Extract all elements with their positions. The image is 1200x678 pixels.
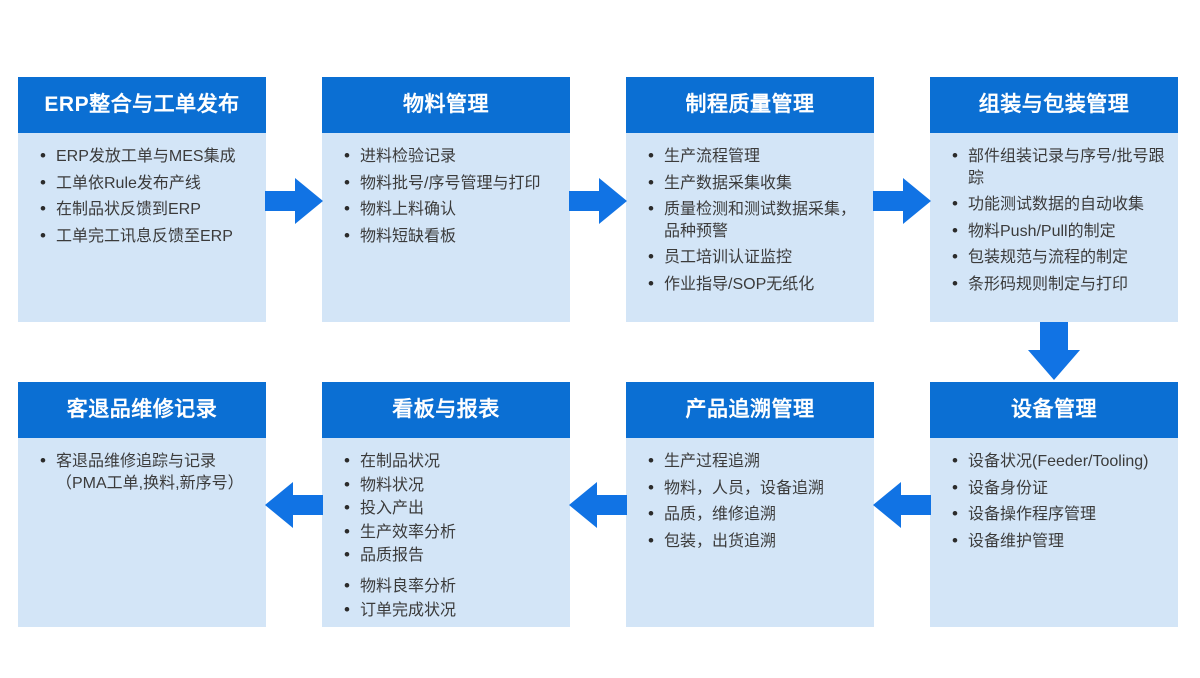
card-customer-return-repair-records: 客退品维修记录 客退品维修追踪与记录（PMA工单,换料,新序号） — [18, 382, 266, 627]
card-bullet-list: ERP发放工单与MES集成 工单依Rule发布产线 在制品状反馈到ERP 工单完… — [18, 133, 266, 247]
bullet-item: 进料检验记录 — [342, 145, 560, 168]
card-bullet-list: 在制品状况 物料状况 投入产出 生产效率分析 品质报告 物料良率分析 订单完成状… — [322, 438, 570, 621]
block-arrow-right-icon — [569, 178, 627, 224]
bullet-item: 条形码规则制定与打印 — [950, 273, 1168, 296]
bullet-item: 部件组装记录与序号/批号跟踪 — [950, 145, 1168, 189]
bullet-item: 工单依Rule发布产线 — [38, 172, 256, 195]
bullet-item: 工单完工讯息反馈至ERP — [38, 225, 256, 248]
bullet-item: 设备操作程序管理 — [950, 503, 1168, 526]
card-assembly-packaging-management: 组装与包装管理 部件组装记录与序号/批号跟踪 功能测试数据的自动收集 物料Pus… — [930, 77, 1178, 322]
card-title: 产品追溯管理 — [626, 382, 874, 438]
bullet-item: 生产效率分析 — [342, 521, 560, 544]
card-bullet-list: 设备状况(Feeder/Tooling) 设备身份证 设备操作程序管理 设备维护… — [930, 438, 1178, 552]
card-title: 看板与报表 — [322, 382, 570, 438]
block-arrow-left-icon — [265, 482, 323, 528]
card-bullet-list: 部件组装记录与序号/批号跟踪 功能测试数据的自动收集 物料Push/Pull的制… — [930, 133, 1178, 296]
card-bullet-list: 客退品维修追踪与记录（PMA工单,换料,新序号） — [18, 438, 266, 494]
card-process-quality-management: 制程质量管理 生产流程管理 生产数据采集收集 质量检测和测试数据采集，品种预警 … — [626, 77, 874, 322]
card-material-management: 物料管理 进料检验记录 物料批号/序号管理与打印 物料上料确认 物料短缺看板 — [322, 77, 570, 322]
card-title: 制程质量管理 — [626, 77, 874, 133]
bullet-item: 质量检测和测试数据采集，品种预警 — [646, 198, 864, 242]
card-product-traceability-management: 产品追溯管理 生产过程追溯 物料，人员，设备追溯 品质，维修追溯 包装，出货追溯 — [626, 382, 874, 627]
card-title: 设备管理 — [930, 382, 1178, 438]
card-dashboard-and-reports: 看板与报表 在制品状况 物料状况 投入产出 生产效率分析 品质报告 物料良率分析… — [322, 382, 570, 627]
card-bullet-list: 生产过程追溯 物料，人员，设备追溯 品质，维修追溯 包装，出货追溯 — [626, 438, 874, 552]
bullet-item: 物料Push/Pull的制定 — [950, 220, 1168, 243]
bullet-item: 生产数据采集收集 — [646, 172, 864, 195]
bullet-item: 物料良率分析 — [342, 575, 560, 598]
bullet-item: 生产过程追溯 — [646, 450, 864, 473]
card-title: 组装与包装管理 — [930, 77, 1178, 133]
bullet-item: 订单完成状况 — [342, 599, 560, 622]
card-bullet-list: 进料检验记录 物料批号/序号管理与打印 物料上料确认 物料短缺看板 — [322, 133, 570, 247]
bullet-item: 物料批号/序号管理与打印 — [342, 172, 560, 195]
bullet-item: 在制品状反馈到ERP — [38, 198, 256, 221]
bullet-item: 物料，人员，设备追溯 — [646, 477, 864, 500]
card-title: 物料管理 — [322, 77, 570, 133]
bullet-item: 生产流程管理 — [646, 145, 864, 168]
bullet-item: 功能测试数据的自动收集 — [950, 193, 1168, 216]
card-equipment-management: 设备管理 设备状况(Feeder/Tooling) 设备身份证 设备操作程序管理… — [930, 382, 1178, 627]
bullet-item: 客退品维修追踪与记录（PMA工单,换料,新序号） — [38, 450, 256, 494]
block-arrow-right-icon — [873, 178, 931, 224]
bullet-item: 设备维护管理 — [950, 530, 1168, 553]
bullet-item: 包装，出货追溯 — [646, 530, 864, 553]
block-arrow-left-icon — [873, 482, 931, 528]
card-bullet-list: 生产流程管理 生产数据采集收集 质量检测和测试数据采集，品种预警 员工培训认证监… — [626, 133, 874, 296]
block-arrow-down-icon — [1028, 322, 1080, 380]
bullet-item: 物料上料确认 — [342, 198, 560, 221]
block-arrow-left-icon — [569, 482, 627, 528]
bullet-item: 物料短缺看板 — [342, 225, 560, 248]
card-erp-work-order-release: ERP整合与工单发布 ERP发放工单与MES集成 工单依Rule发布产线 在制品… — [18, 77, 266, 322]
bullet-item: 品质报告 — [342, 544, 560, 567]
bullet-item: ERP发放工单与MES集成 — [38, 145, 256, 168]
bullet-item: 员工培训认证监控 — [646, 246, 864, 269]
bullet-item: 设备身份证 — [950, 477, 1168, 500]
bullet-item: 在制品状况 — [342, 450, 560, 473]
card-title: 客退品维修记录 — [18, 382, 266, 438]
bullet-item: 品质，维修追溯 — [646, 503, 864, 526]
block-arrow-right-icon — [265, 178, 323, 224]
bullet-item: 物料状况 — [342, 474, 560, 497]
bullet-item: 设备状况(Feeder/Tooling) — [950, 450, 1168, 473]
bullet-item: 包装规范与流程的制定 — [950, 246, 1168, 269]
bullet-item: 投入产出 — [342, 497, 560, 520]
card-title: ERP整合与工单发布 — [18, 77, 266, 133]
bullet-item: 作业指导/SOP无纸化 — [646, 273, 864, 296]
